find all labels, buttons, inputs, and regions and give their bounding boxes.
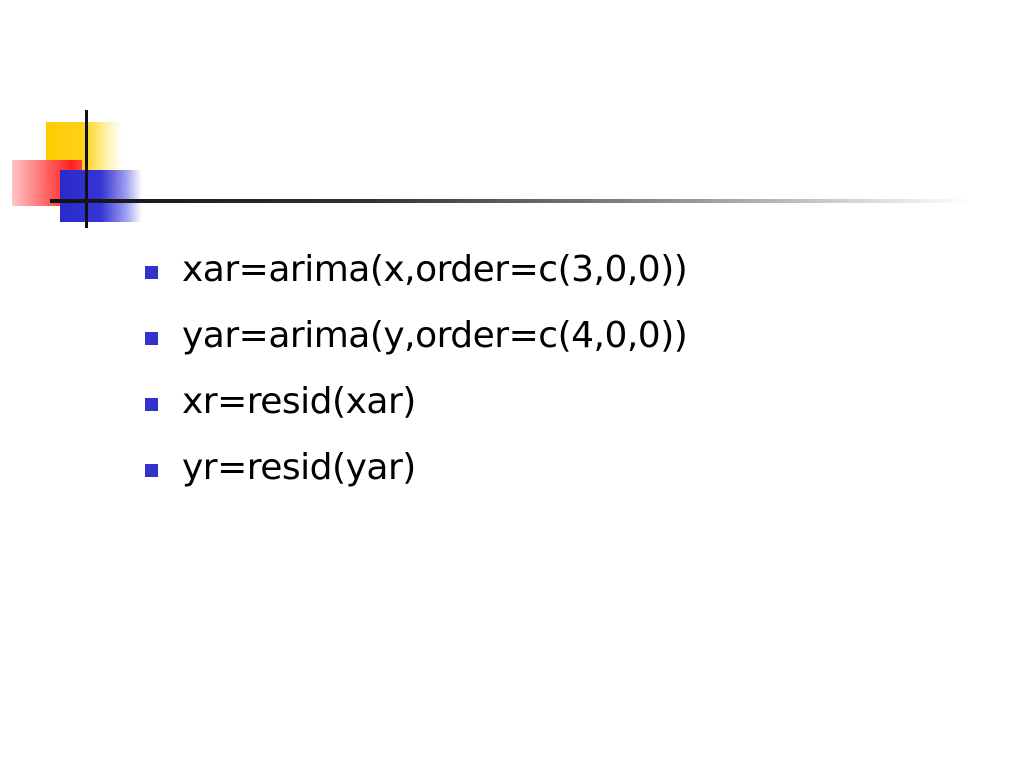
bullet-list: xar=arima(x,order=c(3,0,0)) yar=arima(y,… [145,236,965,500]
square-bullet-icon [145,397,158,411]
bullet-text: yr=resid(yar) [182,446,416,488]
list-item: xar=arima(x,order=c(3,0,0)) [145,236,965,302]
square-bullet-icon [145,265,158,279]
square-bullet-icon [145,463,158,477]
decorative-vertical-rule [85,110,88,228]
list-item: xr=resid(xar) [145,368,965,434]
bullet-text: xar=arima(x,order=c(3,0,0)) [182,248,688,290]
list-item: yr=resid(yar) [145,434,965,500]
list-item: yar=arima(y,order=c(4,0,0)) [145,302,965,368]
bullet-text: yar=arima(y,order=c(4,0,0)) [182,314,688,356]
bullet-text: xr=resid(xar) [182,380,416,422]
title-underline-rule [50,199,970,203]
square-bullet-icon [145,331,158,345]
decorative-blue-square [60,170,142,222]
